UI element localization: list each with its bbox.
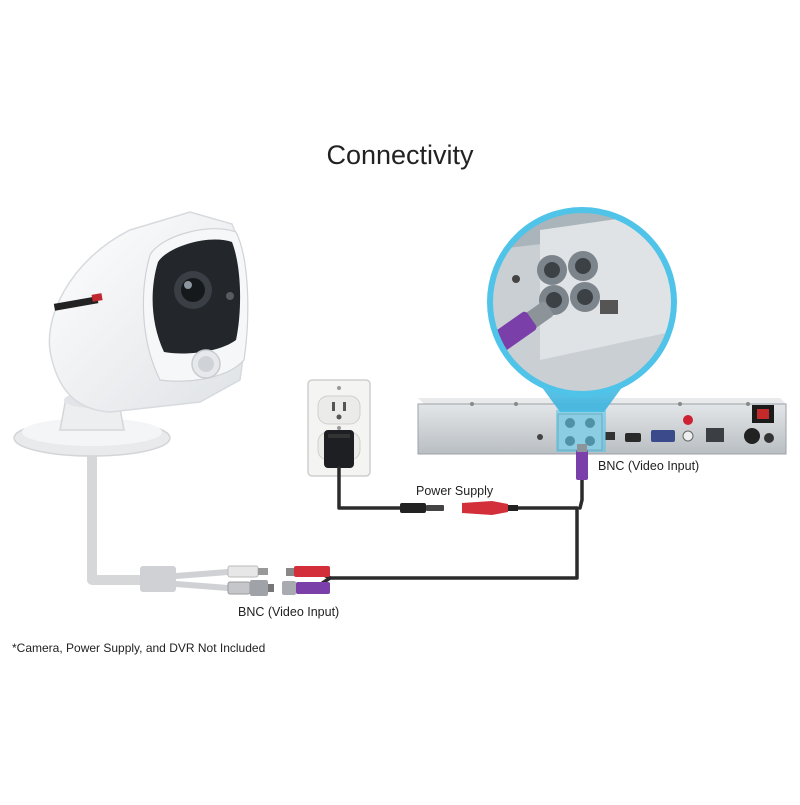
- dc-plug-icon: [400, 503, 444, 513]
- power-female-connector: [462, 501, 518, 515]
- magnify-callout: [487, 207, 677, 452]
- bullet-camera-icon: [13, 211, 249, 457]
- footnote: *Camera, Power Supply, and DVR Not Inclu…: [12, 641, 266, 655]
- dvr-bnc-plug: [576, 450, 588, 480]
- power-extension-cable: [328, 506, 579, 580]
- bnc-connector-icon: [227, 565, 330, 596]
- camera-mount-arm: [87, 455, 176, 592]
- dvr-bnc-cable: [578, 474, 584, 510]
- label-power-supply: Power Supply: [416, 484, 494, 498]
- label-bnc-dvr: BNC (Video Input): [598, 459, 700, 473]
- power-adapter-icon: [324, 430, 354, 468]
- adapter-cable: [337, 466, 404, 510]
- cable-junction-block: [140, 566, 176, 592]
- label-bnc-camera: BNC (Video Input): [238, 605, 340, 619]
- page-title: Connectivity: [326, 140, 474, 170]
